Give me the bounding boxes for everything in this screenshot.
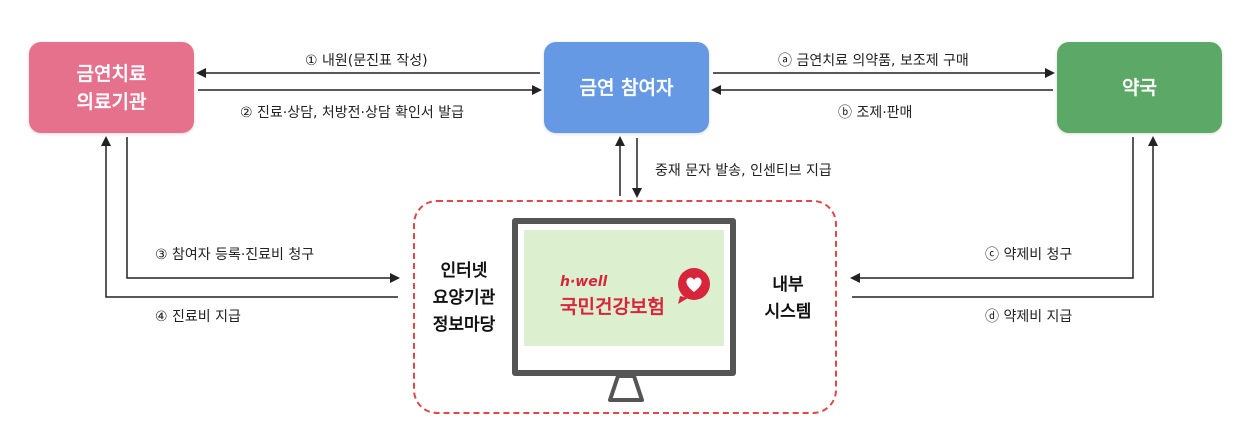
system-left-line3: 정보마당 bbox=[432, 315, 496, 335]
edge-label-a: ⓐ 금연치료 의약품, 보조제 구매 bbox=[778, 53, 969, 69]
brand-hwell: h·well bbox=[560, 274, 608, 290]
monitor-stand-icon bbox=[608, 376, 644, 402]
edge-label-4: ④ 진료비 지급 bbox=[155, 309, 241, 325]
system-right-line1: 내부 bbox=[772, 275, 804, 295]
monitor-icon: h·well 국민건강보험 bbox=[512, 218, 736, 376]
edge-label-d: ⓓ 약제비 지급 bbox=[985, 309, 1073, 325]
system-right-line2: 시스템 bbox=[764, 302, 812, 322]
node-clinic-line2: 의료기관 bbox=[76, 90, 147, 113]
edge-label-3: ③ 참여자 등록·진료비 청구 bbox=[155, 247, 315, 263]
edge-label-mediation: 중재 문자 발송, 인센티브 지급 bbox=[655, 163, 832, 179]
node-pharmacy: 약국 bbox=[1057, 42, 1222, 133]
arrow-d bbox=[852, 136, 1158, 298]
edge-label-c: ⓒ 약제비 청구 bbox=[985, 247, 1073, 263]
system-left-line1: 인터넷 bbox=[440, 261, 488, 281]
system-label-right: 내부 시스템 bbox=[748, 272, 828, 326]
arrow-c bbox=[850, 137, 1134, 283]
brand-nhis: 국민건강보험 bbox=[560, 296, 665, 318]
system-region bbox=[413, 200, 837, 414]
system-label-left: 인터넷 요양기관 정보마당 bbox=[422, 258, 506, 339]
arrow-3 bbox=[126, 137, 400, 283]
node-participant: 금연 참여자 bbox=[544, 42, 709, 133]
arrow-4 bbox=[101, 136, 398, 298]
node-clinic-line1: 금연치료 bbox=[76, 62, 147, 85]
monitor-screen: h·well 국민건강보험 bbox=[524, 230, 724, 346]
heart-logo-icon bbox=[678, 268, 710, 304]
node-participant-label: 금연 참여자 bbox=[579, 76, 674, 99]
system-left-line2: 요양기관 bbox=[432, 288, 496, 308]
edge-label-b: ⓑ 조제·판매 bbox=[838, 105, 913, 121]
edge-label-1: ① 내원(문진표 작성) bbox=[305, 53, 428, 69]
node-clinic: 금연치료 의료기관 bbox=[29, 42, 194, 133]
node-pharmacy-label: 약국 bbox=[1122, 76, 1157, 99]
edge-label-2: ② 진료·상담, 처방전·상담 확인서 발급 bbox=[240, 105, 465, 121]
